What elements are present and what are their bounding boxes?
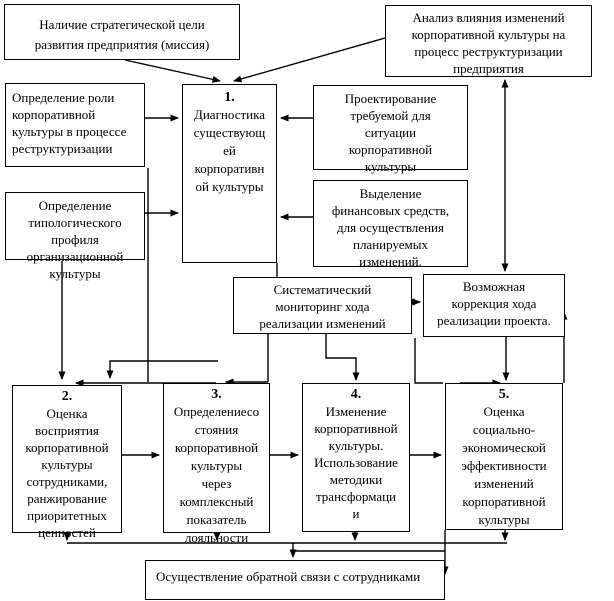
arrow-analysis-to-step1 [233,37,386,83]
arrow-monitoring-to-step4 [325,334,360,381]
step1-number: 1. [224,90,235,105]
arrow-mission-to-step1 [124,59,221,83]
box-analysis: Анализ влияния изменений корпоративной к… [385,5,592,77]
box-mission-text: Наличие стратегической цели развития пре… [34,17,210,52]
step5-text: Оценка социально- экономической эффектив… [461,404,547,527]
box-typology: Определение типологического профиля орга… [5,192,145,281]
box-feedback: Осуществление обратной связи с сотрудник… [145,560,445,600]
box-monitoring-text: Систематический мониторинг хода реализац… [259,282,386,331]
step4-text: Изменение корпоративной культуры. Исполь… [314,404,398,521]
line-monitoring-to-step5-top [414,338,443,384]
box-analysis-text: Анализ влияния изменений корпоративной к… [411,10,566,76]
step5-number: 5. [498,387,510,402]
arrow-stub-to-step2 [106,360,218,379]
box-step4-transformation: 4. Изменение корпоративной культуры. Исп… [302,383,410,532]
step2-number: 2. [61,389,73,404]
box-typology-text: Определение типологического профиля орга… [26,198,124,281]
step1-text: Диагностика существующ ей корпоративн ой… [193,107,266,194]
step3-text: Определениесо стояния корпоративной куль… [173,404,260,545]
step2-text: Оценка восприятия корпоративной культуры… [25,406,109,540]
step3-number: 3. [211,387,222,402]
box-feedback-text: Осуществление обратной связи с сотрудник… [156,569,421,584]
box-funds-text: Выделение финансовых средств, для осущес… [331,186,450,269]
box-funds: Выделение финансовых средств, для осущес… [313,180,468,269]
box-design-text: Проектирование требуемой для ситуации ко… [344,91,437,174]
box-monitoring: Систематический мониторинг хода реализац… [233,277,412,334]
box-step1-diagnostics: 1. Диагностика существующ ей корпоративн… [182,84,277,263]
box-role-text: Определение роли корпоративной культуры … [12,90,127,156]
box-correction: Возможная коррекция хода реализации прое… [423,274,565,337]
box-step3-loyalty: 3. Определениесо стояния корпоративной к… [163,383,270,545]
box-mission: Наличие стратегической цели развития пре… [4,4,240,60]
box-step5-efficiency: 5. Оценка социально- экономической эффек… [445,383,563,530]
box-step2-perception: 2. Оценка восприятия корпоративной культ… [12,385,122,540]
box-role: Определение роли корпоративной культуры … [5,83,145,167]
box-correction-text: Возможная коррекция хода реализации прое… [437,279,551,328]
step4-number: 4. [350,387,362,402]
box-design-culture: Проектирование требуемой для ситуации ко… [313,85,468,174]
